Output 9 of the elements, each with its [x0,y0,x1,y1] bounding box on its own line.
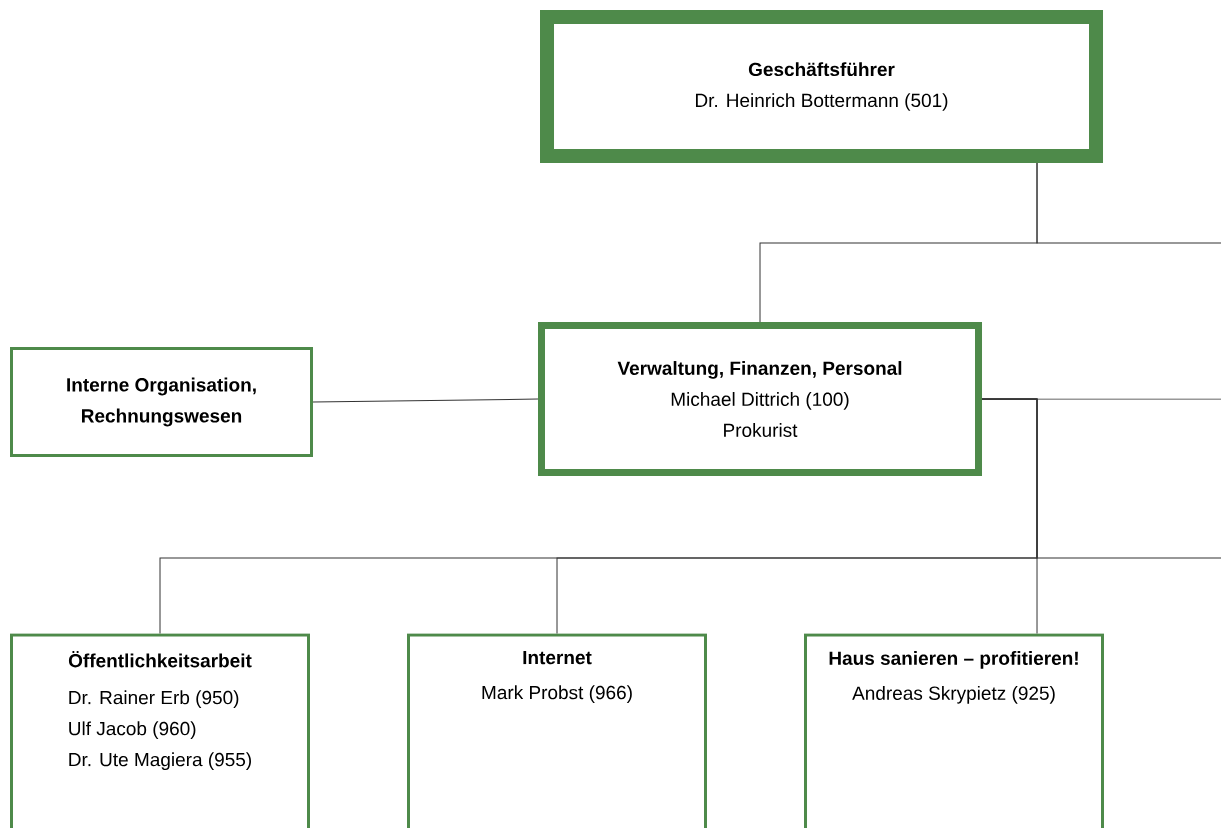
connector-line [981,398,1221,559]
org-box: Verwaltung, Finanzen, Personal Michael Dittrich (100) Prokurist [538,322,982,476]
org-box: Interne Organisation, Rechnungswesen [10,347,313,457]
org-box: Internet Mark Probst (966) [407,633,707,828]
org-box: Haus sanieren – profitieren! Andreas Skrypietz (925) [804,633,1104,828]
org-box: Geschäftsführer Dr. Heinrich Bottermann (501) [540,10,1103,163]
org-box: Öffentlichkeitsarbeit Dr. Rainer Erb (950) Ulf Jacob (960) Dr. Ute Magiera (955) [10,633,310,828]
connector-line [312,398,539,403]
connector-line [1036,162,1221,244]
